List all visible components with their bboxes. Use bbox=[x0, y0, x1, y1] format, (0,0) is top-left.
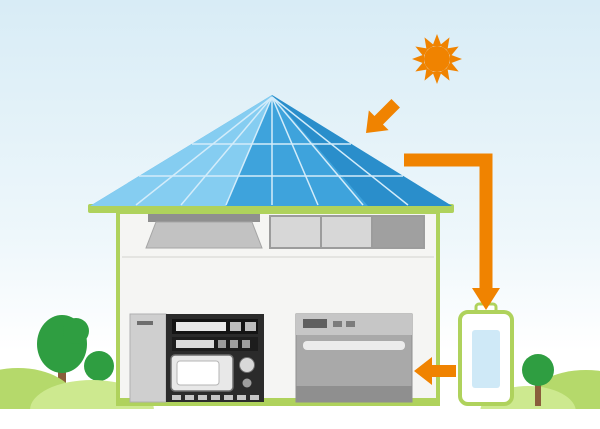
solar-panel-grid bbox=[135, 96, 409, 206]
roof-to-battery-arrowhead bbox=[472, 288, 500, 310]
dishwasher bbox=[295, 313, 413, 403]
sun bbox=[412, 34, 462, 84]
floor-divider bbox=[122, 256, 434, 258]
tree-trunk bbox=[535, 384, 541, 406]
energy-flow-arrows bbox=[356, 93, 500, 385]
sun-disc bbox=[424, 46, 450, 72]
side-panel bbox=[129, 313, 167, 403]
button-row bbox=[172, 395, 259, 400]
sunlight-arrow bbox=[356, 93, 406, 143]
dishwasher-button bbox=[333, 321, 342, 327]
battery-cell bbox=[472, 330, 500, 388]
right-tree bbox=[522, 354, 554, 406]
microwave-window bbox=[176, 360, 220, 386]
roof-panel-shadow bbox=[272, 95, 452, 206]
ground bbox=[0, 409, 600, 429]
display-button bbox=[245, 322, 256, 331]
tree-foliage bbox=[522, 354, 554, 386]
second-floor-window bbox=[269, 215, 425, 249]
left-trees bbox=[37, 315, 114, 402]
panel-handle bbox=[137, 321, 153, 325]
roof-to-battery-line bbox=[404, 153, 493, 290]
kitchen-appliances bbox=[129, 313, 264, 403]
display-button bbox=[218, 340, 226, 348]
tree-foliage bbox=[84, 351, 114, 381]
display-button bbox=[230, 322, 241, 331]
house bbox=[116, 210, 440, 406]
microwave-button bbox=[242, 378, 252, 388]
hood-canopy bbox=[145, 221, 263, 249]
dishwasher-button bbox=[346, 321, 355, 327]
display-screen bbox=[176, 340, 214, 348]
dishwasher-handle bbox=[303, 341, 405, 350]
storage-battery bbox=[458, 302, 514, 406]
dishwasher-display bbox=[303, 319, 327, 328]
display-button bbox=[230, 340, 238, 348]
display-screen bbox=[176, 322, 226, 331]
roof-eaves bbox=[88, 204, 454, 213]
microwave-dial bbox=[239, 357, 255, 373]
tree-foliage bbox=[63, 318, 89, 344]
dishwasher-kickplate bbox=[296, 386, 412, 402]
hood-top-bar bbox=[148, 214, 260, 222]
display-button bbox=[242, 340, 250, 348]
window-pane-dark bbox=[373, 217, 423, 247]
roof-panel-highlight bbox=[90, 95, 272, 206]
solar-panel-roof bbox=[88, 95, 454, 213]
range-hood bbox=[145, 214, 263, 249]
house-base bbox=[120, 398, 436, 406]
